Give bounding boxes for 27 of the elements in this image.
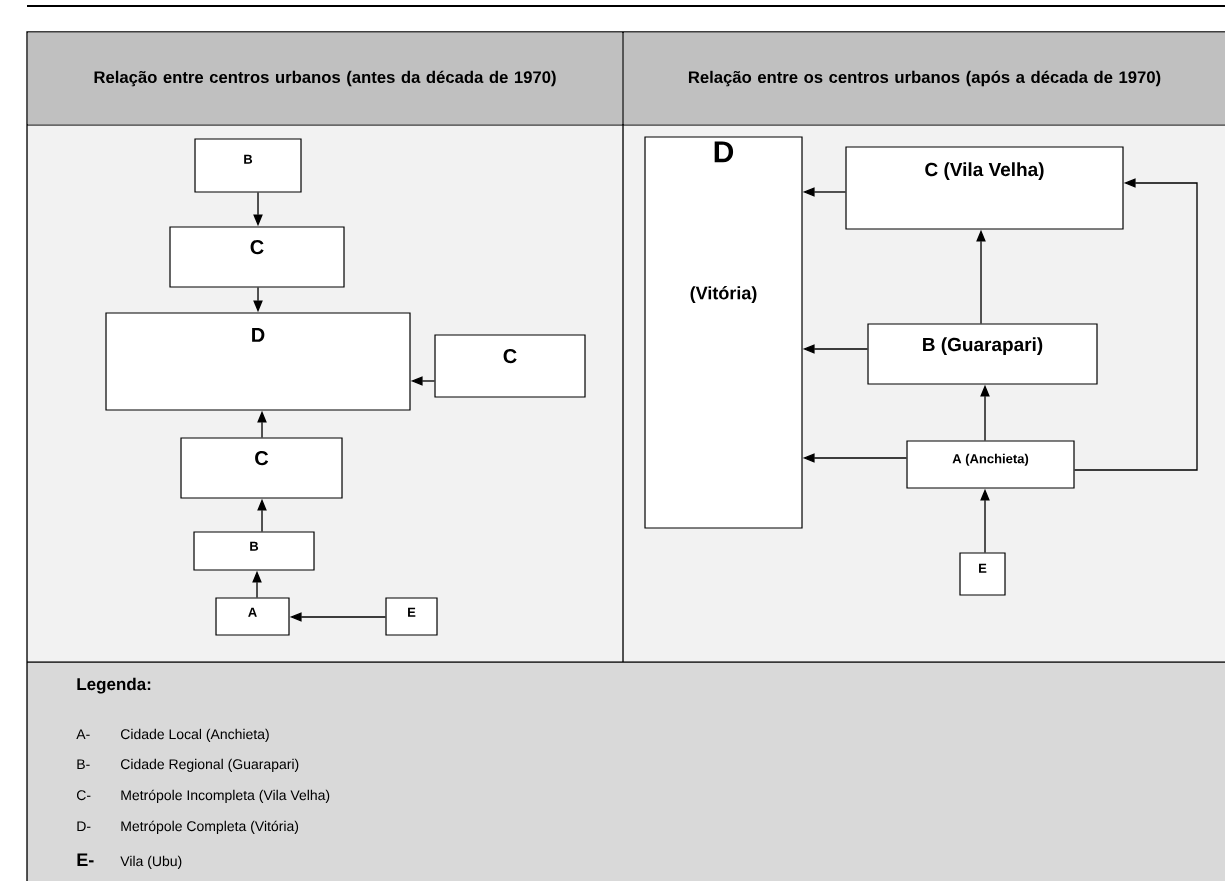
header-cell: Relação entre centros urbanos (antes da década de 1970)	[28, 32, 622, 125]
legend-text: B-	[77, 759, 90, 769]
legend-text: D-	[77, 821, 91, 831]
place-box: C	[180, 437, 343, 499]
legend-text: A-	[76, 729, 90, 739]
legend-text: Metrópole Incompleta (Vila Velha)	[121, 789, 330, 803]
arrow	[1073, 178, 1198, 471]
place-box: B	[194, 138, 302, 193]
place-box: D	[105, 312, 411, 411]
legend-text: Cidade Local (Anchieta)	[121, 728, 269, 742]
place-box: A	[215, 597, 290, 636]
legend-text: Vila (Ubu)	[120, 855, 182, 869]
legend-text: Legenda:	[77, 677, 151, 694]
place-box: E	[959, 552, 1006, 596]
legend-text: Cidade Regional (Guarapari)	[121, 758, 299, 772]
legend-text: Metrópole Completa (Vitória)	[121, 820, 299, 834]
place-box: B (Guarapari)	[867, 323, 1098, 385]
place-box: A (Anchieta)	[906, 440, 1075, 489]
place-box: D (Vitória)	[644, 136, 803, 529]
place-box: C	[434, 334, 586, 398]
place-box: B	[193, 531, 315, 571]
header-cell: Relação entre os centros urbanos (após a década de 1970)	[624, 32, 1225, 125]
place-box: C	[169, 226, 345, 288]
place-box: C (Vila Velha)	[845, 146, 1124, 230]
legend-text: C-	[77, 790, 91, 801]
legend-text: E-	[77, 853, 94, 866]
place-box: E	[385, 597, 438, 636]
